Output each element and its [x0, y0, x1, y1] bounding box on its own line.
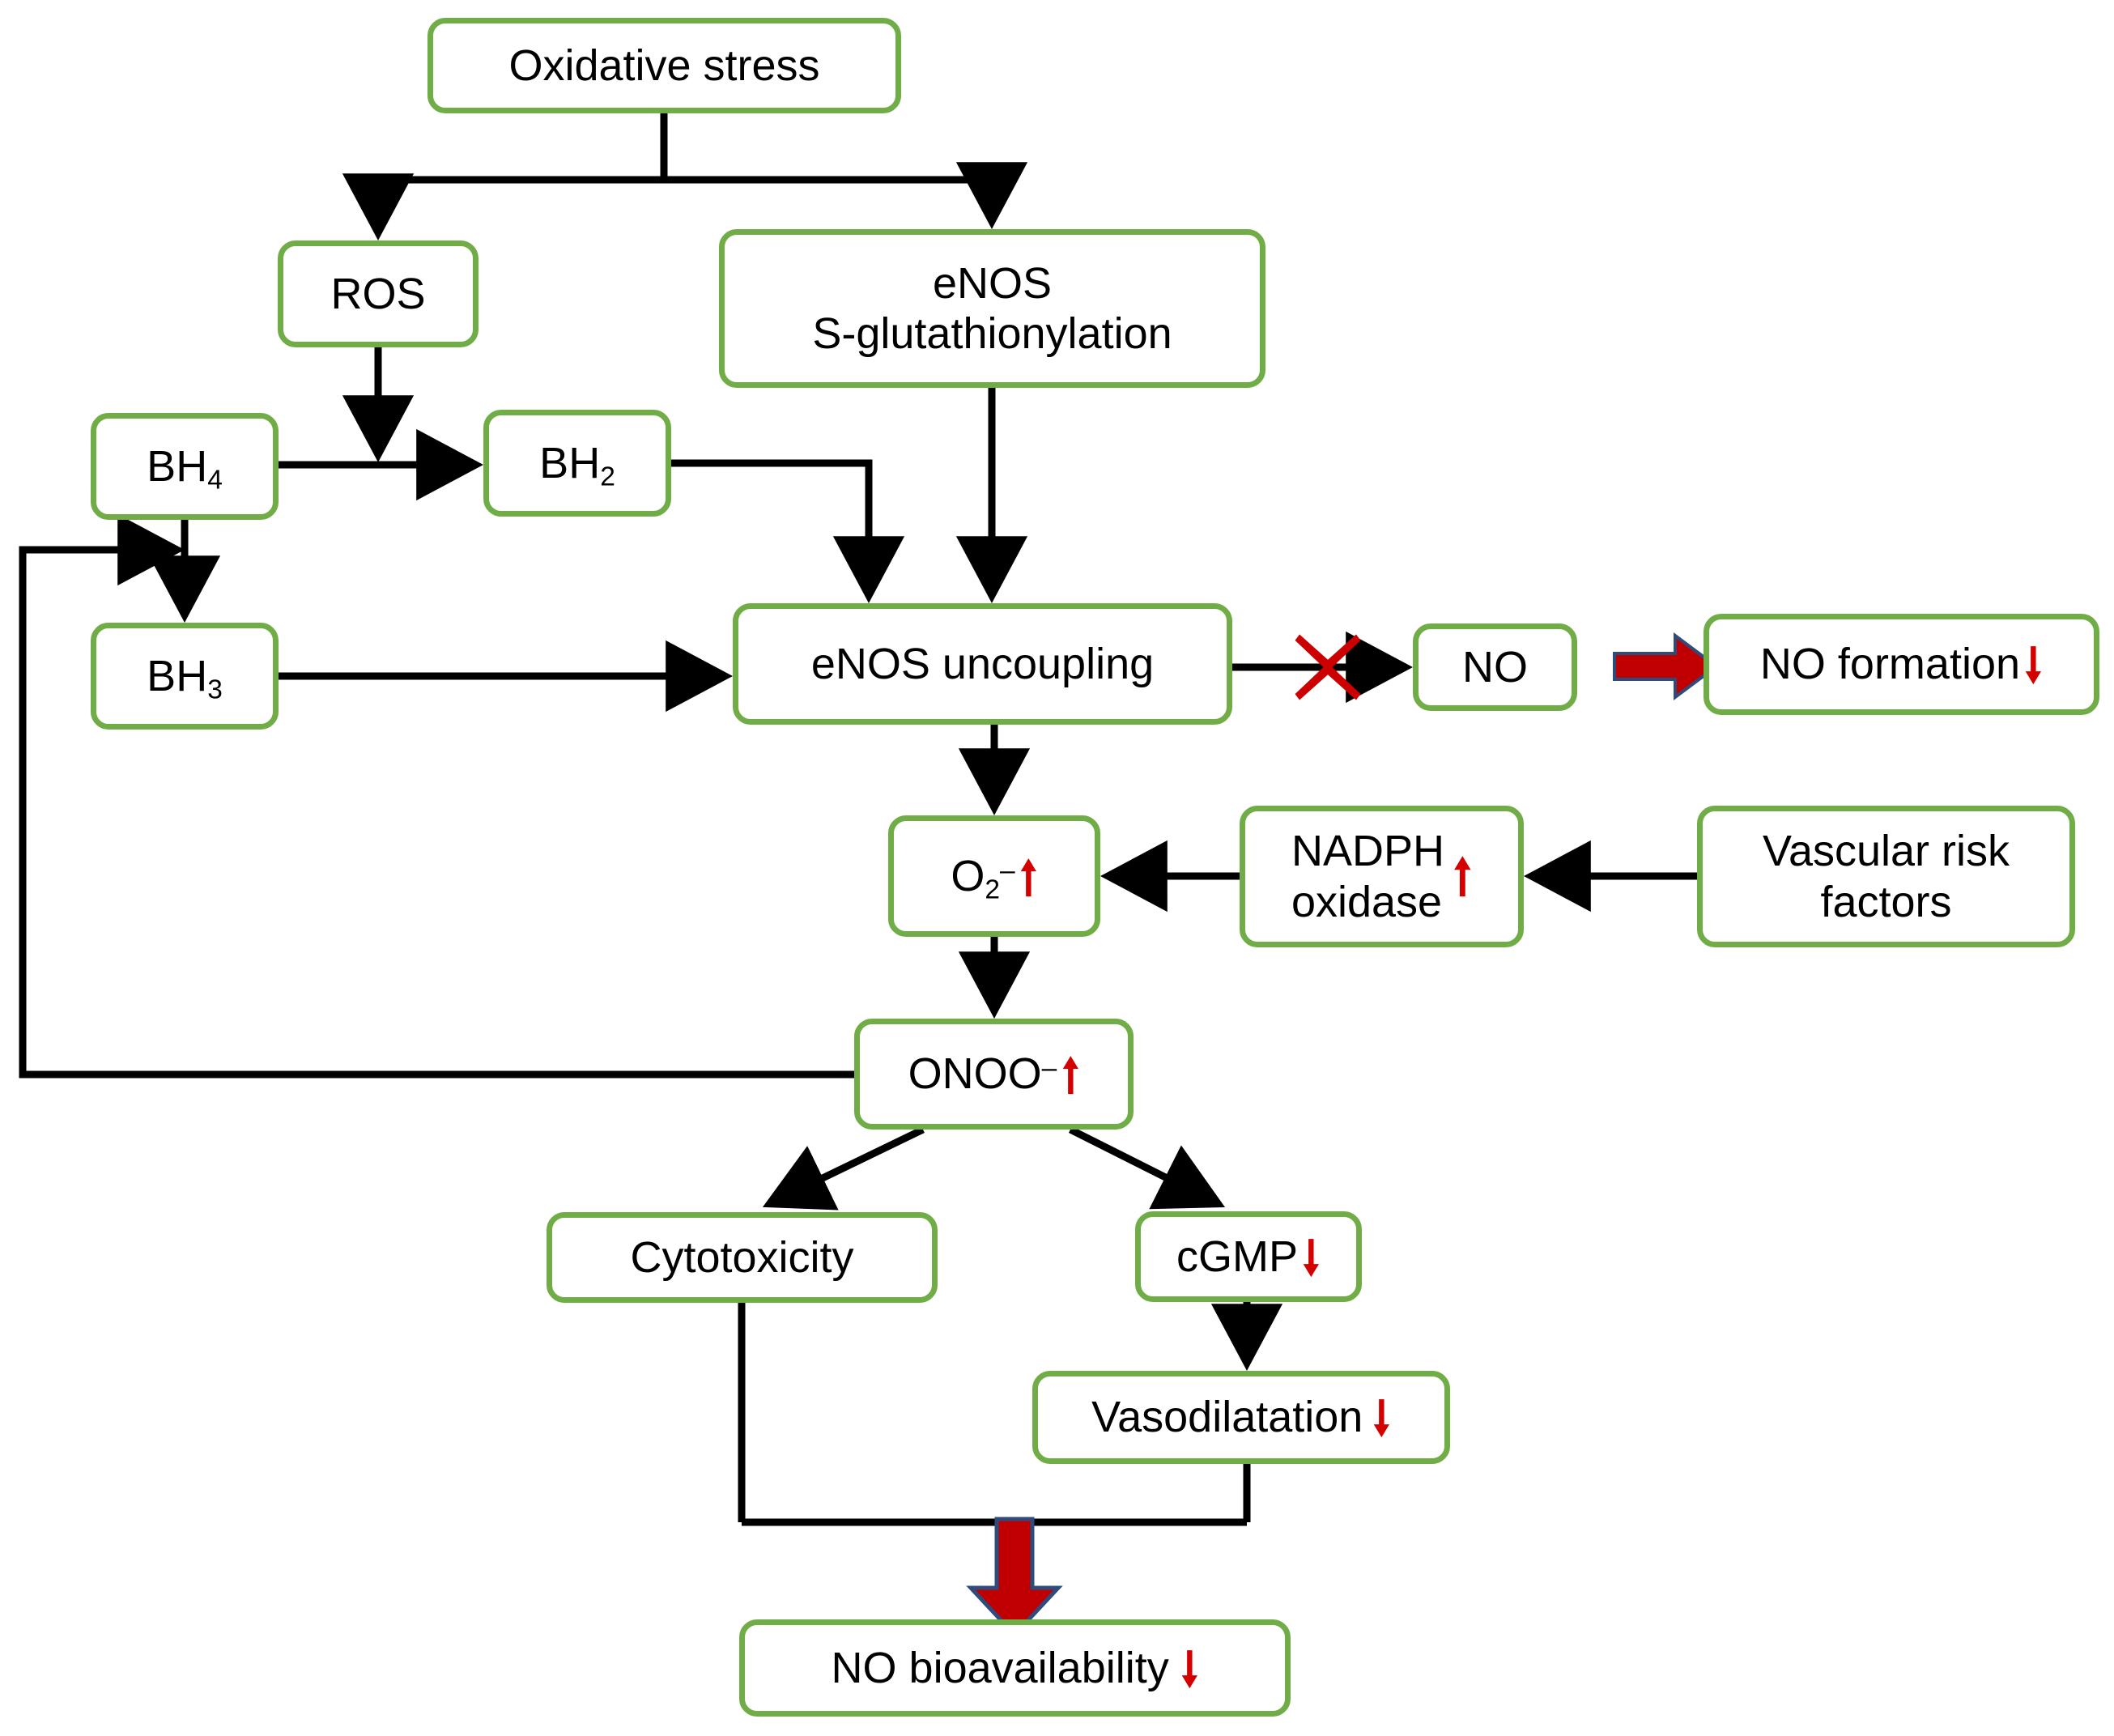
edge-onoo-to-cgmp [1068, 1125, 1226, 1210]
edge-bh2-to-enos-uncoupling [671, 459, 905, 604]
red-down-arrow-icon [2024, 645, 2043, 686]
onoo-superscript-minus: – [1041, 1053, 1057, 1084]
node-enos-uncoupling[interactable]: eNOS uncoupling [733, 603, 1232, 725]
red-block-arrow-right [1612, 632, 1720, 701]
bh3-subscript: 3 [207, 674, 223, 705]
red-block-arrow-down [966, 1517, 1063, 1638]
node-label-o2-minus: O2– [951, 851, 1038, 903]
bh4-base: BH [147, 441, 208, 491]
bh4-subscript: 4 [207, 465, 223, 496]
node-label-no-formation: NO formation [1760, 640, 2043, 688]
red-up-arrow-icon [1019, 857, 1038, 898]
cgmp-text: cGMP [1176, 1232, 1298, 1281]
inhibition-x-mark [1291, 630, 1365, 704]
node-vasodilatation[interactable]: Vasodilatation [1032, 1371, 1450, 1464]
node-label-cgmp: cGMP [1176, 1232, 1321, 1281]
node-o2-minus[interactable]: O2– [888, 815, 1100, 937]
node-enos-s-glutathionylation[interactable]: eNOS S-glutathionylation [719, 229, 1265, 388]
red-up-arrow-icon [1453, 841, 1472, 911]
onoo-base: ONOO [908, 1049, 1042, 1099]
no-formation-text: NO formation [1759, 640, 2021, 689]
node-bh4[interactable]: BH4 [91, 413, 279, 520]
node-cytotoxicity[interactable]: Cytotoxicity [547, 1212, 938, 1303]
node-label-oxidative-stress: Oxidative stress [508, 40, 820, 90]
node-vascular-risk-factors[interactable]: Vascular risk factors [1697, 806, 2075, 947]
node-label-bh4: BH4 [147, 441, 223, 494]
bh2-base: BH [539, 438, 601, 487]
vrf-line-2: factors [1820, 877, 1952, 926]
no-bioavailability-text: NO bioavailability [831, 1643, 1169, 1692]
enos-line-1: eNOS [932, 258, 1053, 308]
node-no-formation[interactable]: NO formation [1704, 614, 2099, 715]
node-bh3[interactable]: BH3 [91, 623, 279, 730]
node-label-bh3: BH3 [147, 651, 223, 704]
o2-base: O [951, 851, 985, 900]
enos-line-2: S-glutathionylation [812, 309, 1172, 358]
vasodilatation-text: Vasodilatation [1091, 1393, 1363, 1442]
red-down-arrow-icon [1180, 1649, 1199, 1690]
node-label-no-bioavailability: NO bioavailability [832, 1644, 1199, 1692]
o2-superscript-minus: – [999, 855, 1015, 886]
node-label-vascular-risk-factors: Vascular risk factors [1763, 826, 2010, 926]
red-up-arrow-icon [1061, 1054, 1080, 1096]
node-oxidative-stress[interactable]: Oxidative stress [427, 18, 901, 113]
red-down-arrow-icon [1302, 1237, 1321, 1279]
edge-onoo-to-cytotoxicity [762, 1125, 925, 1211]
vrf-line-1: Vascular risk [1762, 827, 2010, 876]
node-cgmp[interactable]: cGMP [1135, 1211, 1362, 1302]
node-label-enos-s-glutathionylation: eNOS S-glutathionylation [812, 258, 1172, 359]
node-label-enos-uncoupling: eNOS uncoupling [810, 639, 1155, 688]
nadph-line-1: NADPH [1291, 827, 1444, 876]
o2-subscript: 2 [985, 874, 1000, 905]
node-no-bioavailability[interactable]: NO bioavailability [739, 1619, 1291, 1717]
node-label-ros: ROS [330, 269, 426, 318]
node-onoo-minus[interactable]: ONOO– [854, 1019, 1134, 1130]
node-no[interactable]: NO [1413, 623, 1577, 711]
nadph-line-2: oxidase [1291, 877, 1443, 926]
node-label-no: NO [1462, 642, 1528, 691]
node-nadph-oxidase[interactable]: NADPH oxidase [1240, 806, 1524, 947]
node-bh2[interactable]: BH2 [483, 410, 671, 517]
red-down-arrow-icon [1372, 1398, 1391, 1439]
bh3-base: BH [147, 651, 208, 700]
node-label-onoo-minus: ONOO– [908, 1049, 1080, 1098]
bh2-subscript: 2 [600, 462, 615, 492]
node-ros[interactable]: ROS [278, 240, 479, 347]
node-label-bh2: BH2 [539, 438, 615, 491]
node-label-vasodilatation: Vasodilatation [1091, 1393, 1391, 1441]
node-label-cytotoxicity: Cytotoxicity [630, 1232, 854, 1282]
node-label-nadph-oxidase: NADPH oxidase [1291, 826, 1472, 926]
